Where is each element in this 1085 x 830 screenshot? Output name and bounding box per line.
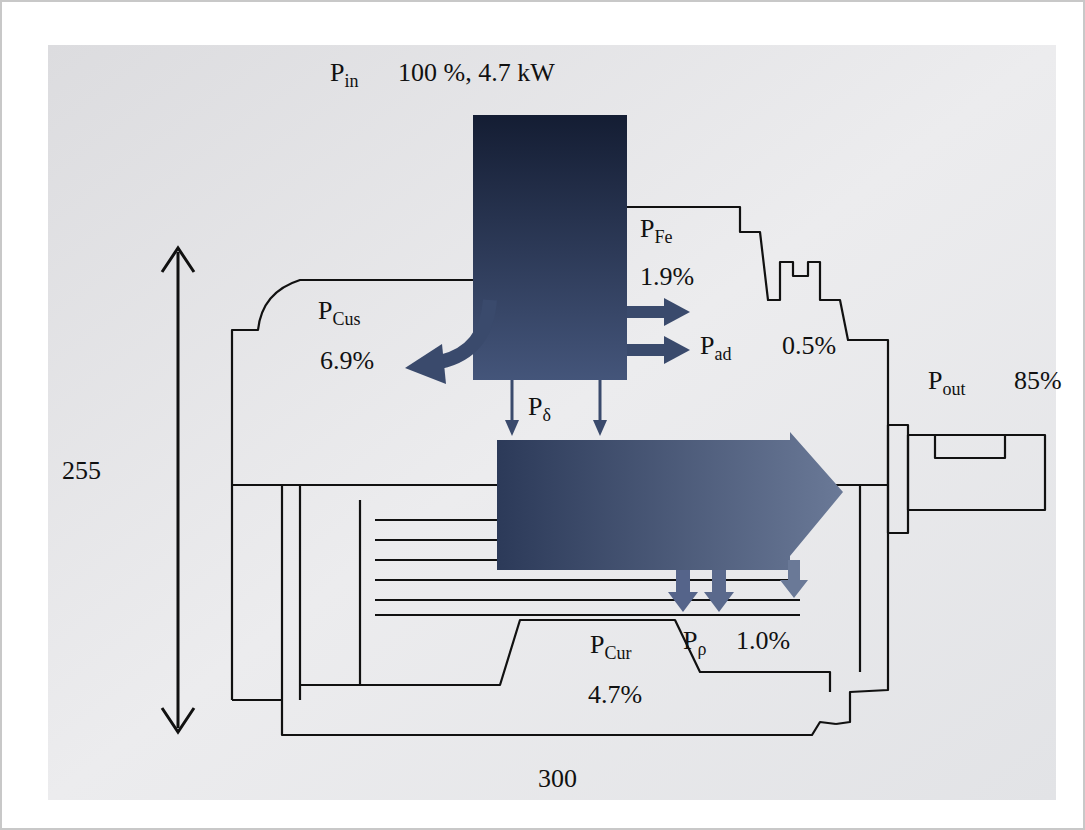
power-symbol: PFe (640, 214, 672, 248)
power-symbol: Pout (928, 366, 965, 400)
power-symbol: Pρ (683, 626, 706, 660)
dimension-label: 255 (62, 456, 101, 486)
loss-value: 4.7% (588, 680, 642, 710)
power-value: 100 %, 4.7 kW (398, 58, 555, 88)
loss-value: 0.5% (782, 331, 836, 361)
power-symbol: PCur (590, 630, 631, 664)
loss-value: 1.0% (736, 626, 790, 656)
motor-outline (232, 207, 1045, 735)
power-flow (405, 115, 843, 612)
photo-ground (48, 45, 1056, 800)
power-symbol: Pin (330, 58, 358, 92)
loss-value: 1.9% (640, 262, 694, 292)
dimension-label: 300 (538, 764, 577, 794)
power-symbol: PCus (318, 296, 360, 330)
power-symbol: Pad (700, 331, 731, 365)
loss-value: 6.9% (320, 346, 374, 376)
dimension-arrow (162, 248, 194, 732)
output-value: 85% (1014, 366, 1062, 396)
power-symbol: Pδ (528, 392, 551, 426)
